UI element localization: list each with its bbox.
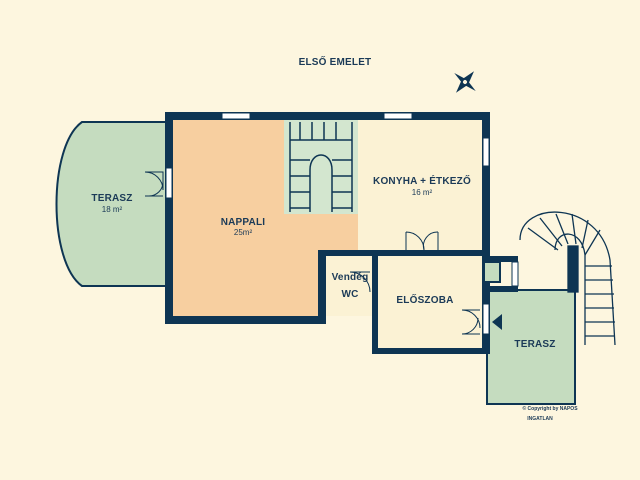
doors [144, 171, 481, 335]
terrace-left-floor [55, 121, 171, 287]
living-room-area: 25m² [233, 228, 253, 237]
kitchen-area: 16 m² [411, 188, 433, 197]
guest-wc-floor [322, 256, 376, 316]
copyright-line1: © Copyright by NAPOS [522, 406, 578, 412]
guest-wc-label: Vendég [331, 272, 369, 283]
compass-icon [454, 71, 476, 93]
hall-label: ELŐSZOBA [396, 295, 454, 306]
terrace-right-label: TERASZ [514, 339, 556, 350]
terrace-left-label: TERASZ [91, 193, 133, 204]
kitchen-label: KONYHA + ÉTKEZŐ [373, 176, 471, 187]
entry-arrow [492, 314, 502, 330]
guest-wc-sub: WC [341, 289, 359, 300]
living-room-label: NAPPALI [220, 217, 266, 228]
windows [165, 112, 519, 335]
exterior-spiral-stair [519, 211, 616, 346]
copyright-line2: INGATLAN [527, 416, 553, 422]
stair-area [284, 118, 358, 214]
kitchen-floor [358, 118, 484, 256]
floor-title: ELSŐ EMELET [298, 57, 372, 68]
interior-staircase [289, 122, 353, 212]
walls [165, 112, 518, 354]
terrace-right-floor [486, 289, 576, 405]
terrace-left-area: 18 m² [101, 205, 123, 214]
